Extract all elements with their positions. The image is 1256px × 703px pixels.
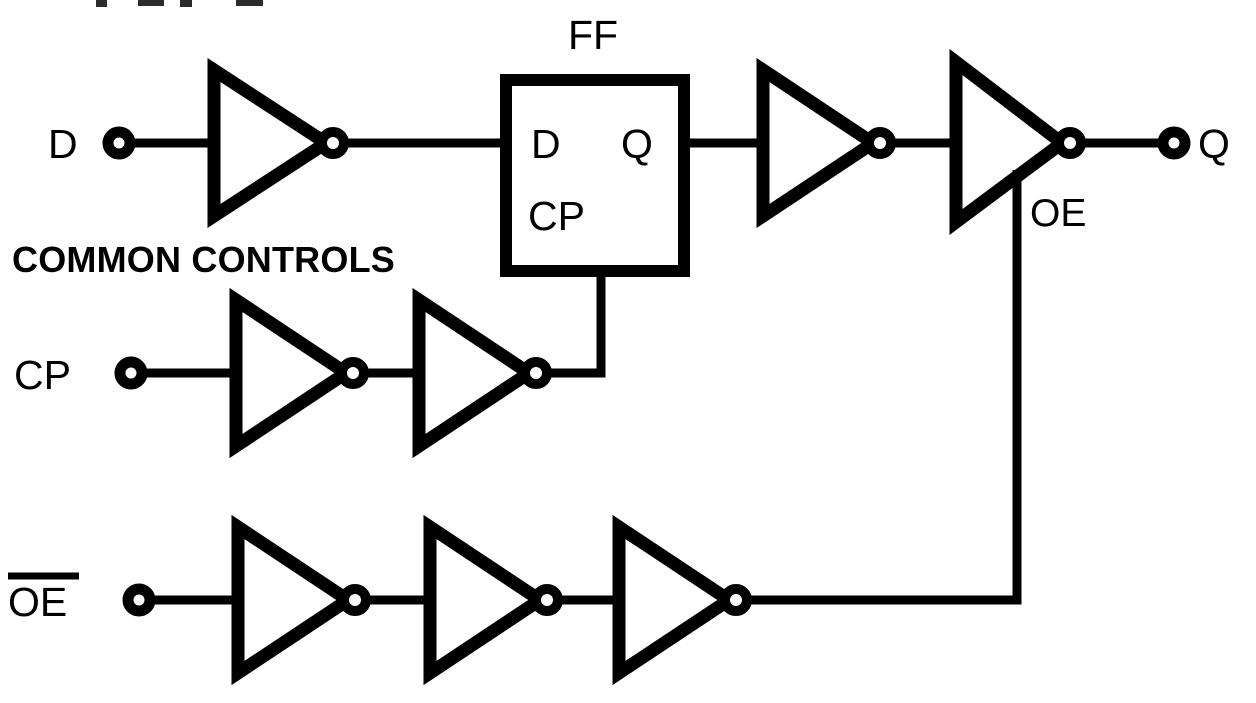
inverter-bubble	[317, 127, 349, 159]
ff-block-title: FF	[568, 12, 618, 58]
ff-block[interactable]	[500, 74, 690, 277]
input-label-oe-group: OE	[8, 572, 79, 625]
inverter-bubble	[337, 357, 369, 389]
inverter-triangle	[949, 48, 1073, 235]
cropped-title-remnant	[96, 0, 263, 7]
inverter-cp-2[interactable]	[412, 287, 552, 459]
inverter-bubble	[720, 584, 752, 616]
inverter-triangle	[207, 58, 338, 228]
output-pin-q[interactable]	[1157, 126, 1191, 160]
input-label-d: D	[48, 121, 78, 167]
input-pin-oe[interactable]	[122, 583, 156, 617]
input-label-oe: OE	[8, 579, 67, 625]
inverter-q-1[interactable]	[756, 57, 896, 229]
inverter-triangle	[412, 287, 541, 459]
inverter-triangle	[423, 514, 552, 686]
ff-pin-label-cp: CP	[528, 193, 585, 239]
inverter-bubble	[520, 357, 552, 389]
inverter-bubble	[1054, 127, 1086, 159]
inverter-oe-1[interactable]	[231, 514, 371, 686]
inverter-oe-3[interactable]	[612, 514, 752, 686]
common-controls-caption: COMMON CONTROLS	[12, 239, 395, 280]
inverter-d-1[interactable]	[207, 58, 349, 228]
inverter-triangle	[231, 514, 360, 686]
inverter-bubble	[531, 584, 563, 616]
three-state-output-buffer[interactable]	[949, 48, 1086, 235]
inverter-triangle	[612, 514, 741, 686]
output-label-q: Q	[1198, 121, 1230, 167]
inverter-bubble	[339, 584, 371, 616]
inverter-bubble	[864, 127, 896, 159]
inverter-triangle	[756, 57, 885, 229]
output-enable-label: OE	[1030, 192, 1086, 235]
input-label-cp: CP	[14, 352, 71, 398]
inverter-oe-2[interactable]	[423, 514, 563, 686]
inverter-triangle	[229, 287, 358, 459]
ff-pin-label-d: D	[531, 121, 561, 167]
ff-pin-label-q: Q	[621, 121, 653, 167]
input-pin-d[interactable]	[102, 126, 136, 160]
input-pin-cp[interactable]	[114, 356, 148, 390]
wire-cp-to-ff-cp	[547, 271, 606, 378]
wire-oe-to-output-enable	[747, 170, 1022, 605]
inverter-cp-1[interactable]	[229, 287, 369, 459]
